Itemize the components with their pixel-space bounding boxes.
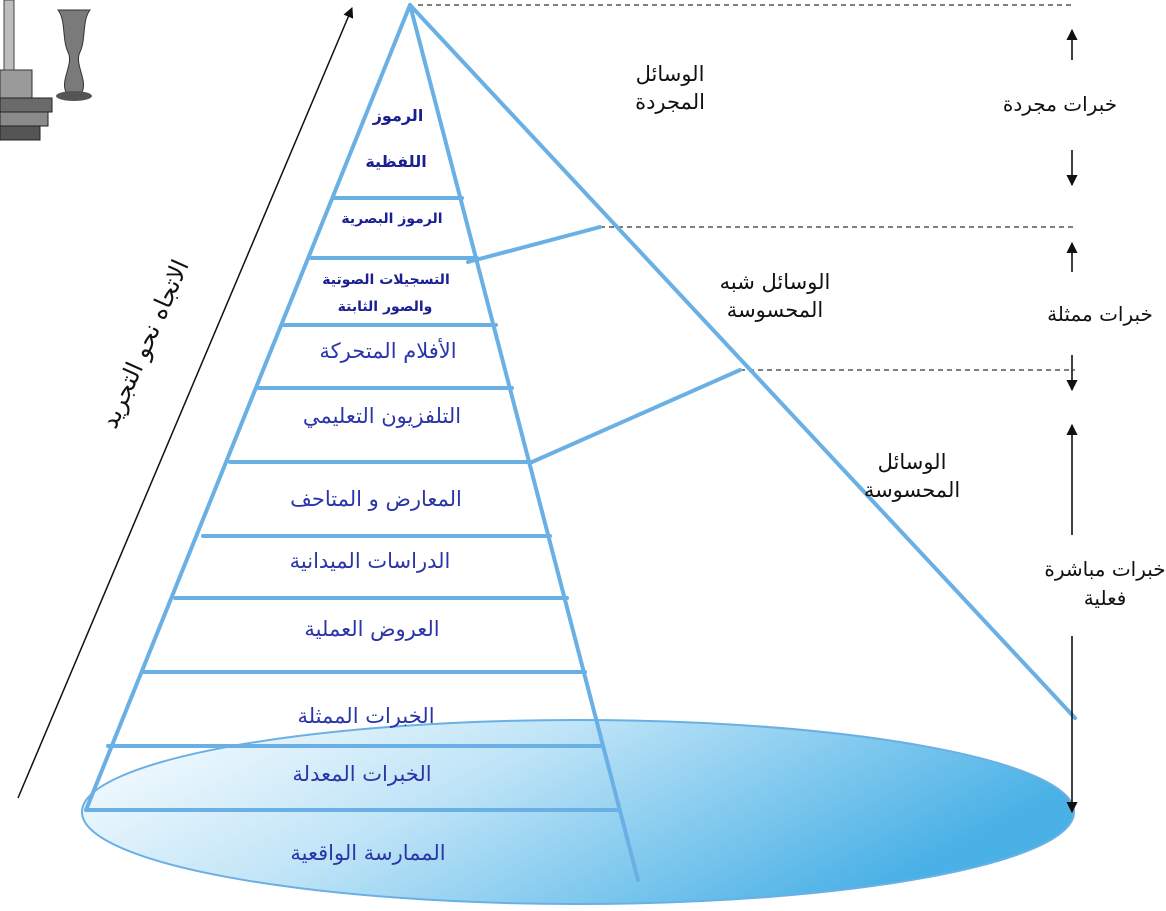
means-abstract-line1: الوسائل	[635, 62, 705, 86]
layer-contrived-experiences: الخبرات المعدلة	[292, 762, 432, 786]
means-semi-concrete: الوسائل شبه المحسوسة	[720, 268, 831, 325]
layer-dramatized-experiences: الخبرات الممثلة	[297, 704, 435, 728]
experience-abstract: خبرات مجردة	[1002, 92, 1118, 116]
divider-lines	[418, 4, 1075, 371]
means-semi-line2: المحسوسة	[726, 298, 824, 323]
cone-outline	[84, 3, 1077, 882]
experience-direct: خبرات مباشرة فعلية	[1044, 555, 1165, 613]
experience-represented: خبرات ممثلة	[1047, 302, 1153, 326]
experience-direct-line2: فعلية	[1083, 586, 1127, 610]
means-concrete: الوسائل المحسوسة	[864, 448, 960, 505]
layer-recordings-1: التسجيلات الصوتية	[322, 272, 450, 288]
layer-visual-symbols: الرموز البصرية	[341, 211, 443, 227]
layer-motion-pictures: الأفلام المتحركة	[319, 339, 457, 363]
layer-field-trips: الدراسات الميدانية	[289, 549, 451, 573]
layer-verbal-symbols-1: الرموز	[372, 106, 424, 125]
means-semi-line1: الوسائل شبه	[719, 270, 831, 294]
layer-educational-tv: التلفزيون التعليمي	[302, 404, 462, 428]
experience-direct-line1: خبرات مباشرة	[1044, 557, 1166, 581]
means-abstract-line2: المجردة	[635, 90, 705, 115]
means-concrete-line1: الوسائل	[877, 450, 947, 474]
layer-dividers	[84, 196, 742, 812]
means-concrete-line2: المحسوسة	[863, 478, 961, 503]
abstraction-arrow	[17, 7, 354, 799]
means-abstract: الوسائل المجردة	[635, 60, 705, 117]
layer-direct-experiences: الممارسة الواقعية	[290, 841, 446, 865]
layer-recordings-2: والصور الثابتة	[337, 299, 433, 315]
layer-exhibits-museums: المعارض و المتاحف	[290, 487, 462, 511]
layer-verbal-symbols-2: اللفظية	[365, 152, 427, 171]
book-stack-icon	[0, 0, 92, 141]
layer-demonstrations: العروض العملية	[304, 617, 440, 641]
